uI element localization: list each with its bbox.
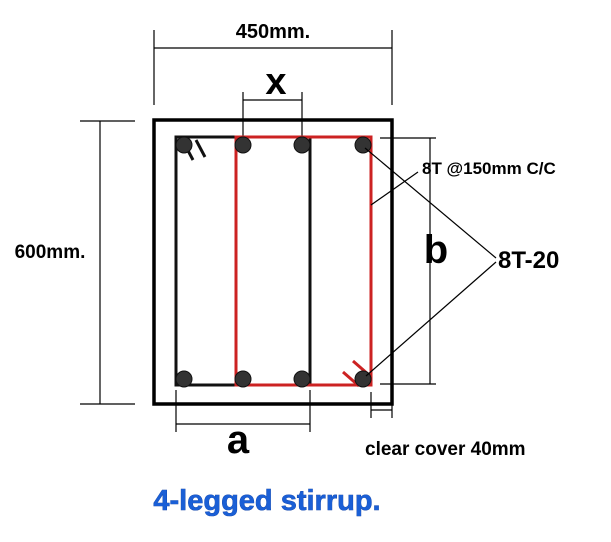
rebar-circle — [293, 136, 311, 154]
spacing-x-label: x — [265, 61, 286, 103]
depth-label: 600mm. — [15, 242, 86, 263]
width-dimension — [153, 30, 393, 105]
depth-dimension — [80, 120, 135, 405]
dim-b-label: b — [424, 228, 448, 272]
rebar-circle — [234, 370, 252, 388]
main-bars-label: 8T-20 — [498, 247, 559, 274]
dim-a-label: a — [227, 418, 250, 462]
main-bars — [175, 136, 372, 388]
outer-stirrup — [174, 135, 312, 387]
caption: 4-legged stirrup. — [153, 485, 380, 517]
x-dimension — [242, 92, 303, 140]
inner-stirrup — [234, 135, 373, 387]
b-dimension — [380, 137, 436, 385]
a-dimension — [175, 390, 311, 432]
beam-outline — [152, 118, 394, 406]
clear-cover-dimension — [370, 392, 393, 418]
rebar-circle — [175, 136, 193, 154]
leader-lines — [364, 147, 497, 377]
clear-cover-label: clear cover 40mm — [365, 439, 526, 460]
rebar-circle — [293, 370, 311, 388]
rebar-circle — [234, 136, 252, 154]
stirrup-spec-label: 8T @150mm C/C — [422, 159, 556, 178]
width-label: 450mm. — [236, 21, 311, 43]
rebar-circle — [175, 370, 193, 388]
